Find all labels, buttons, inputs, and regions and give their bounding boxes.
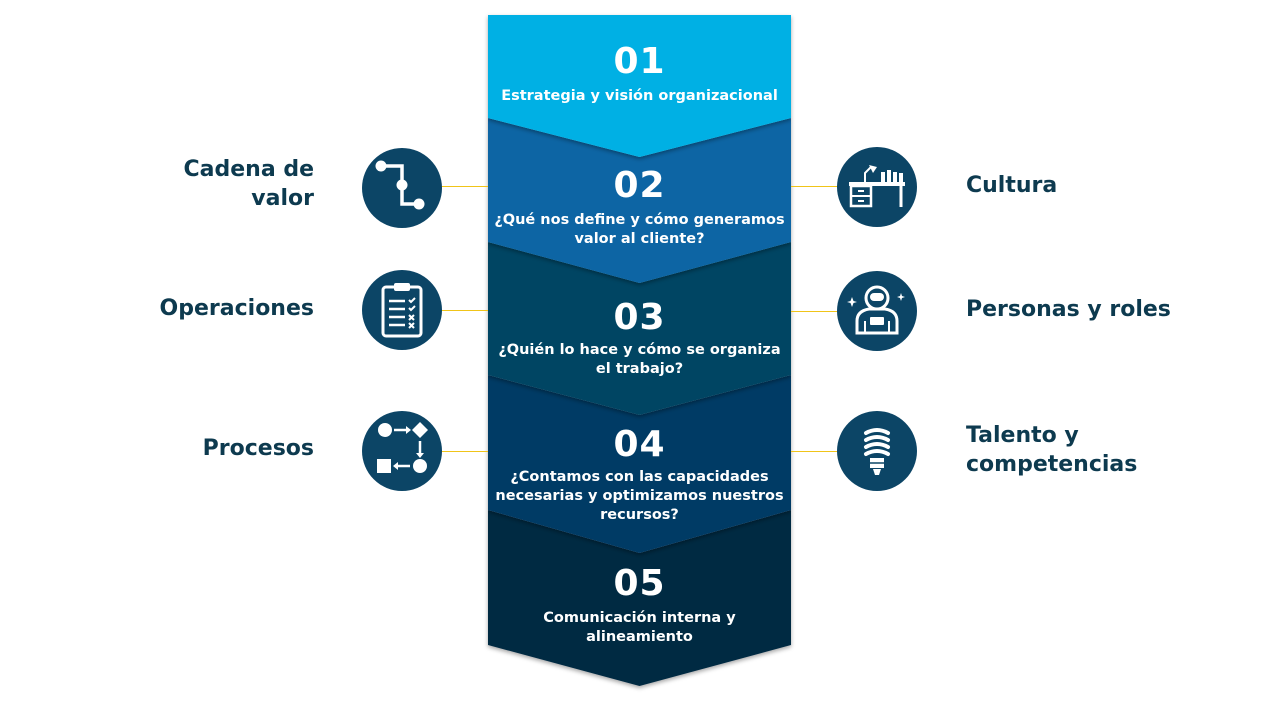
desk-workspace-icon [837, 147, 917, 227]
step-number: 02 [613, 165, 666, 206]
step-02: 02 ¿Qué nos define y cómo generamos valo… [488, 165, 791, 249]
step-description: ¿Contamos con las capacidades necesarias… [495, 469, 784, 523]
connector-right-1 [791, 186, 839, 187]
chevron-step-05 [488, 510, 791, 686]
chevron-step-04 [488, 375, 791, 553]
process-flow-icon [362, 411, 442, 491]
step-description: ¿Qué nos define y cómo generamos valor a… [494, 212, 785, 247]
connector-left-2 [440, 310, 488, 311]
step-number: 05 [613, 563, 666, 604]
step-05: 05 Comunicación interna y alineamiento [488, 563, 791, 647]
step-04: 04 ¿Contamos con las capacidades necesar… [488, 424, 791, 525]
label-procesos: Procesos [202, 436, 314, 461]
connector-right-2 [791, 311, 839, 312]
chevron-step-01 [488, 15, 791, 157]
light-bulb-icon [837, 411, 917, 491]
label-cultura: Cultura [966, 173, 1058, 198]
step-description: Estrategia y visión organizacional [501, 88, 778, 104]
label-personas-y-roles: Personas y roles [966, 297, 1171, 322]
step-number: 01 [613, 41, 666, 82]
step-number: 03 [613, 297, 666, 338]
label-operaciones: Operaciones [159, 296, 314, 321]
step-01: 01 Estrategia y visión organizacional [488, 41, 791, 106]
astronaut-person-icon [837, 271, 917, 351]
connector-right-3 [791, 451, 839, 452]
connector-left-3 [440, 451, 488, 452]
label-cadena-de-valor: Cadena de valor [183, 157, 315, 211]
step-description: Comunicación interna y alineamiento [543, 610, 736, 645]
step-03: 03 ¿Quién lo hace y cómo se organiza el … [488, 297, 791, 379]
checklist-clipboard-icon [362, 270, 442, 350]
connector-left-1 [440, 186, 488, 187]
label-talento-y-competencias: Talento y competencias [966, 423, 1138, 477]
chevron-step-03 [488, 242, 791, 415]
value-chain-icon [362, 148, 442, 228]
step-number: 04 [613, 424, 666, 465]
chevron-step-02 [488, 118, 791, 283]
step-description: ¿Quién lo hace y cómo se organiza el tra… [498, 342, 781, 377]
